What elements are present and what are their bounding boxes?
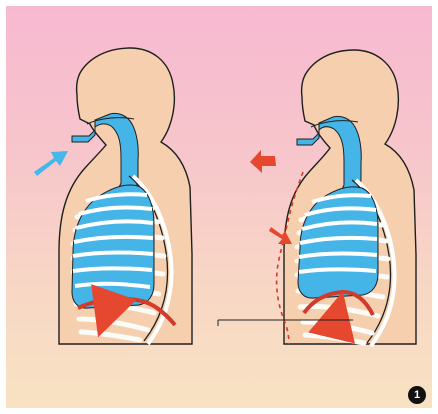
exhale-air-arrow [250,150,276,173]
inhale-figure [34,48,192,344]
inhale-air-arrow [34,151,68,176]
step-marker-badge: 1 [408,386,426,404]
breathing-diagram [6,6,432,408]
diagram-panel: 1 [6,6,432,408]
exhale-figure [218,50,416,346]
